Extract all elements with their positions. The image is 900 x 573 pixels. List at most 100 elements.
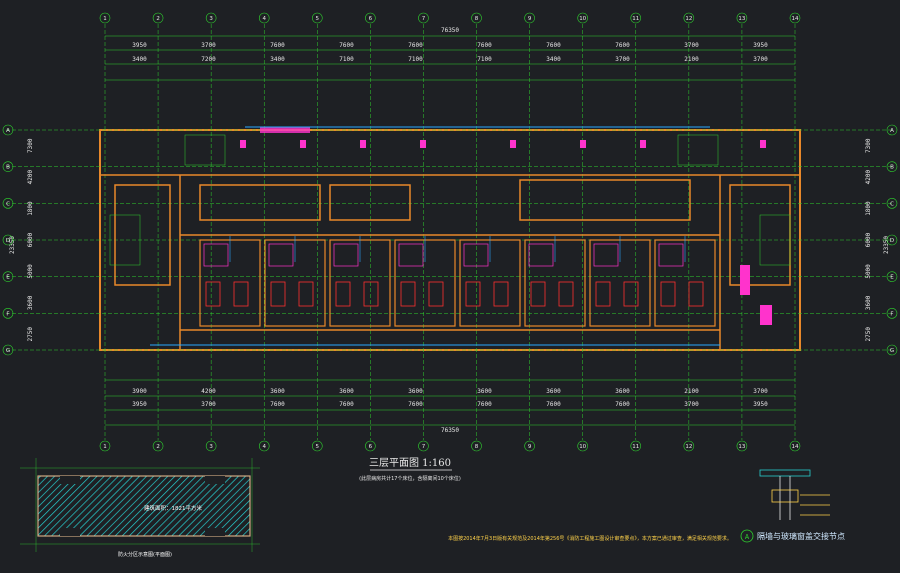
- grid-bubble: [365, 12, 376, 24]
- grid-bubble: [365, 440, 376, 452]
- detail-marker: A: [745, 533, 750, 541]
- grid-bubble-label: 4: [262, 444, 266, 450]
- top-dimension-value: 7600: [408, 42, 423, 49]
- grid-bubble-label: F: [890, 311, 893, 317]
- plan-subtitle: (此层病房共计17个床位，含隔离间10个床位): [359, 475, 461, 482]
- grid-bubble-label: A: [6, 128, 10, 134]
- left-dimension-value: 6000: [27, 232, 34, 247]
- grid-bubble-label: 10: [579, 16, 586, 22]
- grid-bubble: [205, 440, 217, 452]
- grid-bubble: [2, 271, 14, 282]
- grid-bubble-label: 7: [422, 444, 426, 450]
- grid-bubble: [524, 440, 535, 452]
- right-dimension-value: 3600: [865, 295, 872, 310]
- bed: [465, 281, 481, 307]
- grid-bubble: [418, 12, 429, 24]
- grid-bubble: [99, 12, 111, 24]
- grid-bubble: [577, 12, 588, 24]
- grid-bubble-label: 4: [262, 16, 266, 22]
- right-dimension-value: 1800: [865, 201, 872, 216]
- grid-bubble-label: 6: [369, 16, 373, 22]
- grid-bubble-label: 8: [475, 16, 479, 22]
- right-overall-depth: 23350: [883, 236, 890, 254]
- top-dimension-value: 7100: [477, 56, 492, 63]
- grid-bubble: [886, 344, 898, 356]
- ward-bathroom: [528, 243, 554, 267]
- grid-bubble: [683, 12, 695, 24]
- bed: [530, 281, 546, 307]
- top-dimension-value: 7600: [270, 42, 285, 49]
- plan-title: 三层平面图 1:160: [369, 457, 451, 469]
- grid-bubble: [886, 308, 898, 319]
- grid-bubble-label: 3: [209, 16, 213, 22]
- grid-bubble-label: F: [6, 311, 9, 317]
- grid-bubble: [258, 440, 270, 452]
- right-dimension-value: 7300: [865, 138, 872, 153]
- bottom-dimension-value: 7600: [546, 401, 561, 408]
- grid-bubble: [205, 12, 217, 24]
- grid-bubble: [789, 12, 801, 24]
- detail-node-drawing: [759, 469, 830, 520]
- grid-bubble-label: 14: [792, 444, 799, 450]
- bottom-dimension-value: 7600: [477, 401, 492, 408]
- grid-bubble: [789, 440, 801, 452]
- left-dimension-value: 5000: [27, 264, 34, 279]
- design-note: 本图按2014年7月3日版有关规范及2014年第256号《消防工程施工图设计审查…: [448, 535, 732, 542]
- grid-bubble: [2, 344, 14, 356]
- bed: [595, 281, 611, 307]
- top-dimension-value: 7600: [615, 42, 630, 49]
- grid-bubble: [736, 440, 748, 452]
- ward-bathroom: [593, 243, 619, 267]
- ward-bathroom: [203, 243, 229, 267]
- top-dimension-value: 3950: [753, 42, 768, 49]
- top-dimension-value: 3400: [132, 56, 147, 63]
- bed: [233, 281, 249, 307]
- grid-bubble: [2, 198, 14, 209]
- bed: [335, 281, 351, 307]
- left-dimension-value: 1800: [27, 201, 34, 216]
- ward-rooms: [199, 236, 716, 327]
- grid-bubble: [683, 440, 695, 452]
- ward-bathroom: [398, 243, 424, 267]
- bed: [205, 281, 221, 307]
- grid-bubble-label: A: [890, 128, 894, 134]
- grid-bubble-label: 3: [209, 444, 213, 450]
- grid-bubble: [524, 12, 535, 24]
- grid-bubble-label: B: [6, 165, 10, 171]
- grid-bubble-label: 5: [316, 16, 320, 22]
- top-dimension-value: 7100: [408, 56, 423, 63]
- right-dimension-value: 4200: [865, 170, 872, 185]
- grid-bubble-label: 7: [422, 16, 426, 22]
- grid-bubble-label: 5: [316, 444, 320, 450]
- grid-bubble: [471, 440, 482, 452]
- bottom-dimension-value: 2100: [684, 388, 699, 395]
- bottom-dimension-value: 3600: [339, 388, 354, 395]
- bottom-dimension-value: 3600: [270, 388, 285, 395]
- bed: [270, 281, 286, 307]
- top-overall-dimension: 76350: [441, 27, 459, 34]
- bed: [363, 281, 379, 307]
- bed: [400, 281, 416, 307]
- ward-bathroom: [463, 243, 489, 267]
- ward-bathroom: [658, 243, 684, 267]
- grid-bubble-label: B: [890, 165, 894, 171]
- bed: [298, 281, 314, 307]
- top-dimension-value: 3700: [615, 56, 630, 63]
- top-dimension-value: 7600: [546, 42, 561, 49]
- grid-bubble-label: 14: [792, 16, 799, 22]
- bottom-dimension-value: 3950: [132, 401, 147, 408]
- bottom-dimension-value: 7600: [270, 401, 285, 408]
- top-dimension-value: 7600: [339, 42, 354, 49]
- grid-bubble: [471, 12, 482, 24]
- bed: [660, 281, 676, 307]
- bed: [558, 281, 574, 307]
- grid-bubble: [736, 12, 748, 24]
- left-overall-depth: 23350: [9, 236, 16, 254]
- right-dimension-value: 2750: [865, 327, 872, 342]
- grid-bubble: [886, 234, 898, 246]
- grid-bubble-label: 13: [738, 16, 745, 22]
- grid-bubble-label: 10: [579, 444, 586, 450]
